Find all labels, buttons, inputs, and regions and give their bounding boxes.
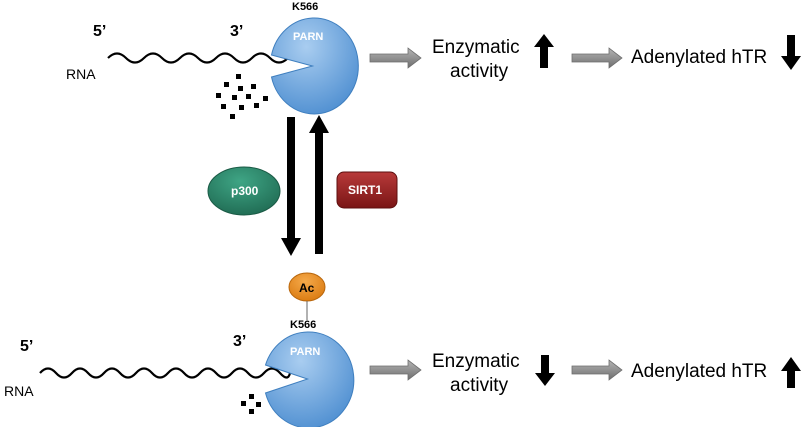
acetyl-label: Ac [299,281,315,295]
bottom-released-nucleotides [241,394,261,414]
bottom-enzymatic-line2: activity [450,375,509,396]
top-released-nucleotides [216,74,268,119]
bottom-parn-label: PARN [290,346,320,358]
top-five-prime-label: 5’ [93,23,106,40]
sirt1-enzyme [336,171,398,209]
bottom-rna-strand [39,367,292,379]
top-product-down-arrow-icon [781,35,801,70]
bottom-three-prime-label: 3’ [233,333,246,350]
p300-label: p300 [231,184,259,198]
acetylation-arrow-down [281,117,301,256]
bottom-parn-enzyme [264,331,355,427]
bottom-gray-arrow-1 [369,359,422,381]
p300-enzyme [207,166,281,216]
deacetylation-arrow-up [309,115,329,254]
top-three-prime-label: 3’ [230,23,243,40]
top-product-label: Adenylated hTR [631,47,767,68]
bottom-five-prime-label: 5’ [20,338,33,355]
top-enzymatic-up-arrow-icon [534,34,554,68]
bottom-rna-label: RNA [4,383,34,399]
bottom-product-up-arrow-icon [781,357,801,388]
bottom-enzymatic-down-arrow-icon [535,355,555,386]
top-enzymatic-line2: activity [450,61,509,82]
bottom-k566-label: K566 [290,319,316,331]
top-gray-arrow-2 [571,47,623,69]
bottom-product-label: Adenylated hTR [631,361,767,382]
bottom-enzymatic-line1: Enzymatic [432,351,520,372]
top-rna-label: RNA [66,66,96,82]
sirt1-label: SIRT1 [348,183,382,197]
top-enzymatic-line1: Enzymatic [432,37,520,58]
top-parn-enzyme [270,17,359,115]
top-k566-label: K566 [292,1,318,13]
bottom-gray-arrow-2 [571,359,623,381]
top-parn-label: PARN [293,31,323,43]
top-gray-arrow-1 [369,47,422,69]
